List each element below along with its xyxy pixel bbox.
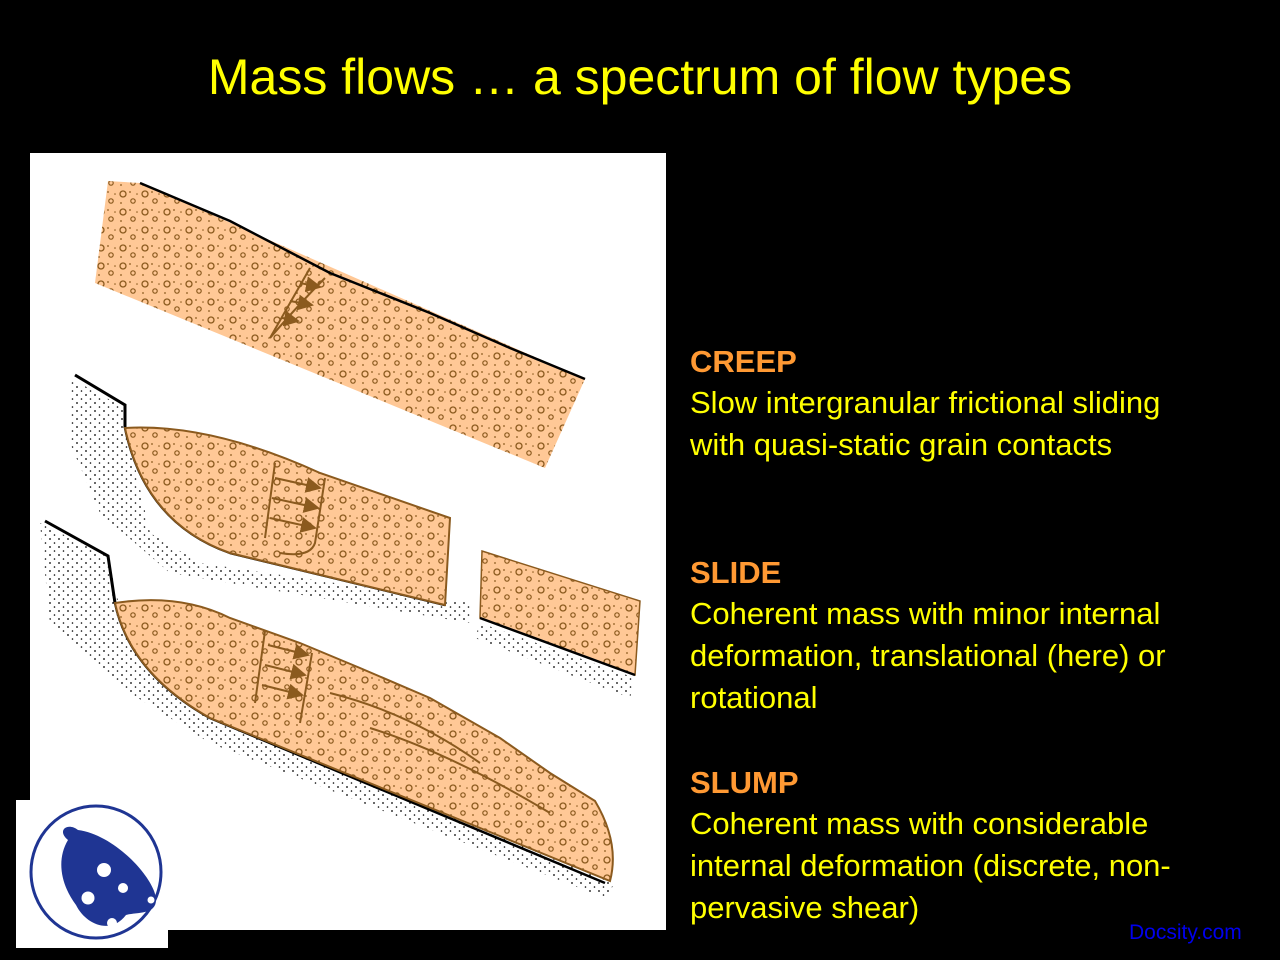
slide-title: Mass flows … a spectrum of flow types — [207, 49, 1073, 105]
docsity-logo-icon — [29, 804, 163, 940]
slump-description: Coherent mass with considerable internal… — [690, 806, 1171, 925]
slide-description: Coherent mass with minor internal deform… — [690, 596, 1166, 715]
creep-heading: CREEP — [690, 344, 797, 379]
mass-flow-figure — [30, 153, 666, 930]
slide-heading: SLIDE — [690, 555, 782, 590]
slump-heading: SLUMP — [690, 765, 799, 800]
slump-diagram — [40, 519, 615, 898]
mass-flow-diagram — [40, 181, 641, 898]
creep-section: CREEP Slow intergranular frictional slid… — [690, 342, 1160, 466]
docsity-logo — [16, 800, 168, 948]
slump-section: SLUMP Coherent mass with considerable in… — [690, 763, 1171, 929]
docsity-watermark: Docsity.com — [1129, 921, 1242, 944]
slide-section: SLIDE Coherent mass with minor internal … — [690, 553, 1166, 719]
slide-diagram — [70, 373, 641, 698]
creep-description: Slow intergranular frictional sliding wi… — [690, 385, 1161, 462]
creep-diagram — [95, 181, 586, 468]
